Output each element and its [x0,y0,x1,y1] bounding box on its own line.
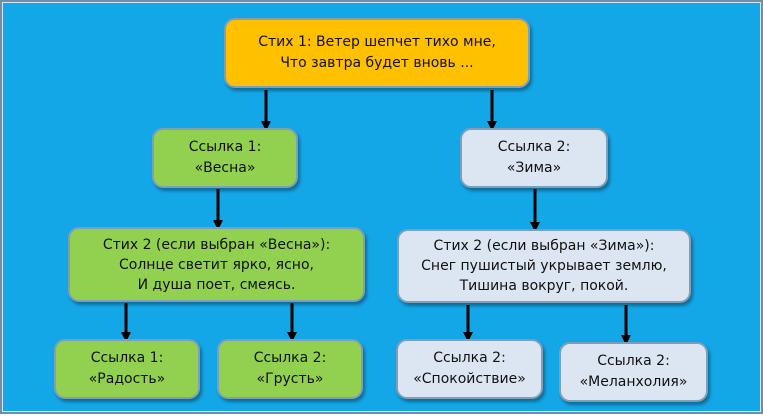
link-joy-box: Ссылка 1: «Радость» [54,339,200,399]
verse2-spring-line-1: Стих 2 (если выбран «Весна»): [102,236,331,253]
root-line-1: Стих 1: Ветер шепчет тихо мне, [258,34,496,50]
link-joy-line-1: Ссылка 1: [90,350,164,366]
link-melancholy-line-1: Ссылка 2: [597,353,670,369]
link-sadness-line-1: Ссылка 2: [253,350,327,366]
link-spring-box: Ссылка 1: «Весна» [152,128,298,188]
link-sadness-line-2: «Грусть» [256,371,324,387]
root-verse-1-box: Стих 1: Ветер шепчет тихо мне, Что завтр… [224,18,530,88]
verse2-spring-line-3: И душа поет, смеясь. [137,276,296,293]
link-calm-line-2: «Спокойствие» [413,371,526,387]
verse2-spring-line-2: Солнце светит ярко, ясно, [119,256,314,273]
link-winter-line-1: Ссылка 2: [497,139,571,155]
verse2-winter-box: Стих 2 (если выбран «Зима»): Снег пушист… [397,229,691,303]
link-winter-box: Ссылка 2: «Зима» [460,128,608,188]
link-melancholy-line-2: «Меланхолия» [579,374,688,390]
verse2-winter-line-2: Снег пушистый укрывает землю, [421,258,667,274]
link-spring-line-2: «Весна» [194,160,256,176]
root-line-2: Что завтра будет вновь ... [280,55,474,71]
link-calm-line-1: Ссылка 2: [433,350,506,366]
link-sadness-box: Ссылка 2: «Грусть» [217,339,363,399]
verse2-winter-line-3: Тишина вокруг, покой. [459,278,629,294]
link-calm-box: Ссылка 2: «Спокойствие» [396,339,543,399]
link-melancholy-box: Ссылка 2: «Меланхолия» [559,342,708,402]
link-winter-line-2: «Зима» [506,160,562,176]
verse2-winter-line-1: Стих 2 (если выбран «Зима»): [433,238,655,254]
link-joy-line-2: «Радость» [88,371,166,387]
link-spring-line-1: Ссылка 1: [188,139,262,155]
verse2-spring-box: Стих 2 (если выбран «Весна»): Солнце све… [68,227,365,302]
